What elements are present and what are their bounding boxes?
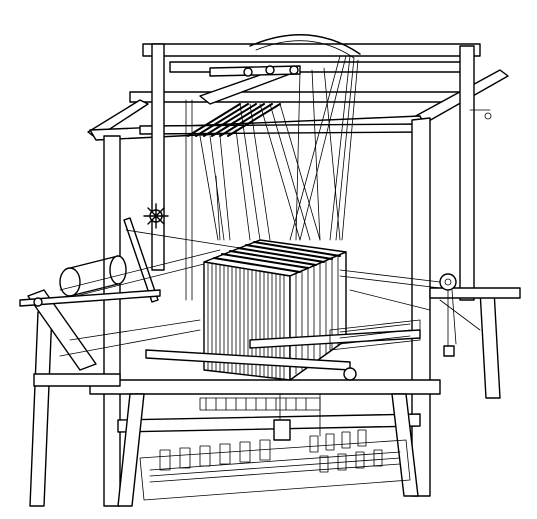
- harness-cords: [199, 55, 359, 241]
- star-wheel: [143, 203, 169, 229]
- heddle-top-bars: [213, 241, 341, 273]
- lower-pegs: [159, 429, 383, 473]
- right-mechanism: [339, 109, 492, 357]
- base-frame: [33, 287, 521, 507]
- harness-top: [187, 34, 361, 137]
- heddle-box: [203, 239, 347, 381]
- left-mechanism: [19, 203, 241, 371]
- front-beam: [145, 319, 421, 381]
- treadles: [149, 397, 401, 483]
- top-frame: [87, 43, 509, 141]
